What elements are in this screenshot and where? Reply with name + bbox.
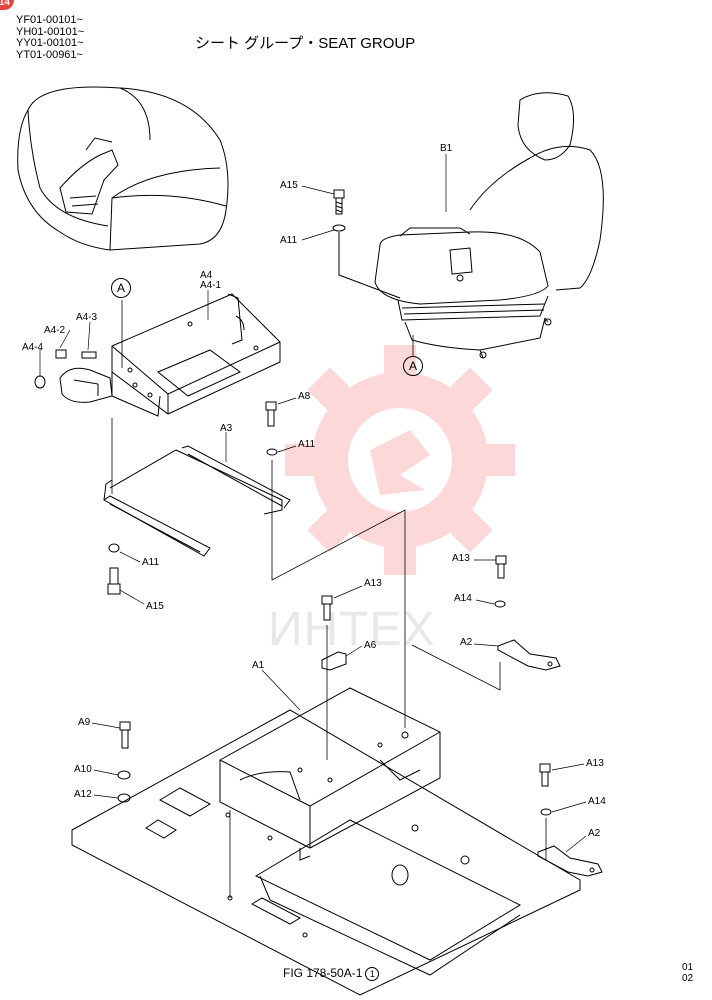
serial-number: YT01-00961~: [16, 48, 83, 61]
watermark-gear-icon: [285, 345, 515, 575]
seat-base-plate-a4: [111, 293, 281, 417]
callout-a-baseplate: A: [111, 278, 131, 298]
part-label-a13: A13: [452, 553, 470, 564]
bolt-a13-and-clip-a6: [321, 595, 347, 671]
serial-number: YF01-00101~: [16, 14, 83, 26]
part-label-a14: A14: [588, 796, 606, 807]
serial-number-list: YF01-00101~ YH01-00101~ YY01-00101~ YT01…: [16, 14, 85, 61]
part-label-b1: B1: [440, 143, 453, 154]
part-label-a11: A11: [142, 557, 160, 568]
bolt-a15-top: [332, 189, 401, 299]
bracket-a2-right: [494, 555, 561, 671]
part-label-a4-1: A4-1: [200, 280, 222, 291]
seat-stand-a1: [219, 687, 441, 861]
part-label-a14: A14: [454, 593, 472, 604]
slide-rails-a3: [103, 445, 291, 557]
part-label-a4-2: A4-2: [44, 325, 66, 336]
part-label-a8: A8: [298, 391, 311, 402]
part-label-a4: A4: [200, 270, 213, 281]
part-label-a9: A9: [78, 717, 91, 728]
part-label-a6: A6: [364, 640, 377, 651]
page-title: シート グループ・SEAT GROUP: [195, 35, 416, 52]
page-code-line: 02: [682, 973, 694, 984]
figure-sheet-number: 1: [365, 966, 380, 981]
part-label-a4-4: A4-4: [22, 342, 44, 353]
part-label-a15: A15: [146, 601, 164, 612]
watermark-text: ИНТЕХ: [268, 603, 436, 656]
part-label-a1: A1: [252, 660, 265, 671]
page-badge: 14: [0, 0, 14, 10]
part-label-a12: A12: [74, 789, 92, 800]
center-bolts: [107, 401, 278, 595]
bracket-a2-lower-right: [537, 763, 603, 877]
part-label-a11: A11: [280, 235, 298, 246]
serial-number: YH01-00101~: [16, 25, 85, 38]
page-code: 01 02: [682, 962, 693, 984]
floor-plate: [71, 709, 581, 996]
part-label-a3: A3: [220, 423, 233, 434]
part-label-a2: A2: [460, 637, 473, 648]
part-label-a11: A11: [298, 439, 316, 450]
part-label-a4-3: A4-3: [76, 312, 98, 323]
part-label-a15: A15: [280, 180, 298, 191]
part-label-a2: A2: [588, 828, 601, 839]
part-label-a13: A13: [364, 578, 382, 589]
figure-number: FIG 178-50A-1: [283, 966, 363, 980]
assembly-lines: [111, 300, 547, 898]
serial-number: YY01-00101~: [16, 37, 84, 49]
left-hardware-stack: [117, 721, 131, 803]
callout-a-seat: A: [403, 356, 423, 376]
operator-seat-drawing: [374, 92, 604, 359]
leader-lines: [39, 154, 587, 853]
part-label-a13: A13: [586, 758, 604, 769]
part-label-a10: A10: [74, 764, 92, 775]
page-code-line: 01: [682, 962, 694, 973]
cab-overview-drawing: [17, 86, 229, 251]
lever-parts: [34, 349, 113, 403]
